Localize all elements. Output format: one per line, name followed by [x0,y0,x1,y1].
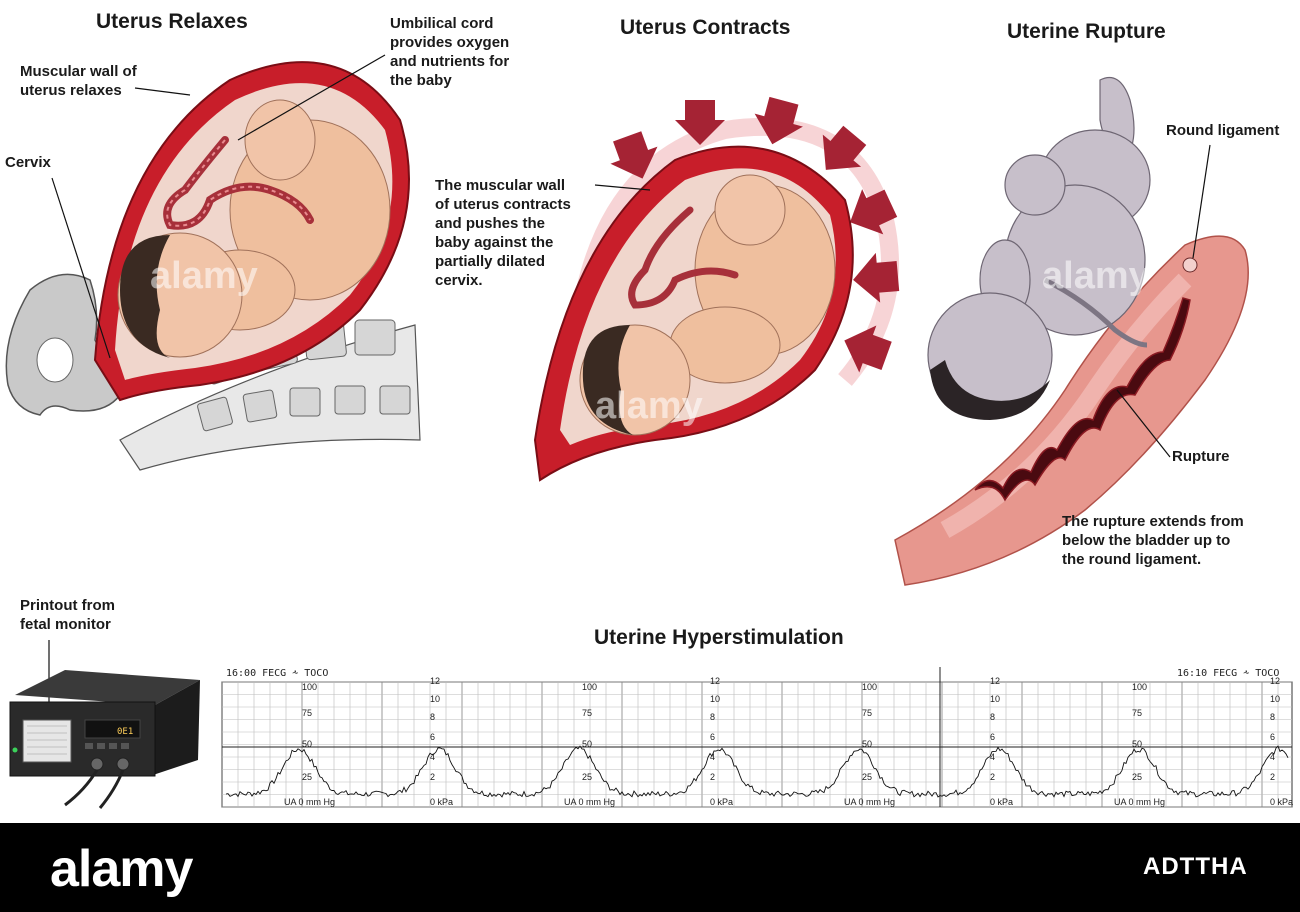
round-ligament-marker [1182,257,1198,273]
axis-kpa-label: 0 kPa [430,797,453,807]
scale-kpa-label: 4 [710,752,715,762]
scale-mmhg-label: 50 [862,739,872,749]
axis-units-label: UA 0 mm Hg [564,797,615,807]
scale-kpa-label: 10 [990,694,1000,704]
baby-hair-rupture [930,360,1050,420]
label-rupture: Rupture [1172,448,1230,465]
scale-kpa-label: 12 [430,676,440,686]
scale-kpa-label: 4 [990,752,995,762]
scale-kpa-label: 10 [430,694,440,704]
umbilical-cord-contracts [628,206,739,309]
scale-mmhg-label: 50 [1132,739,1142,749]
scale-kpa-label: 2 [1270,772,1275,782]
scale-mmhg-label: 25 [862,772,872,782]
label-umbilical-cord: Umbilical cord provides oxygen and nutri… [390,15,510,89]
scale-mmhg-label: 50 [582,739,592,749]
scale-mmhg-label: 25 [1132,772,1142,782]
uterus-relaxes-illustration [5,54,421,471]
title-uterine-rupture: Uterine Rupture [1007,20,1166,43]
label-cervix: Cervix [5,154,51,171]
strip-scales: 100 75 50 25 12 10 8 6 4 2 UA 0 mm Hg 0 kPa 100 75 50 2… [284,676,1293,807]
scale-kpa-label: 10 [710,694,720,704]
footer-bar: alamy ADTTHA [0,823,1300,912]
svg-text:0E1: 0E1 [117,727,133,737]
strip-header-left: 16:00 FECG ⩪ TOCO [226,668,328,679]
scale-mmhg-label: 75 [302,708,312,718]
scale-kpa-label: 4 [430,752,435,762]
scale-kpa-label: 8 [1270,712,1275,722]
label-muscular-wall-relaxes: Muscular wall of uterus relaxes [20,63,137,99]
contraction-arrows [610,96,900,373]
scale-kpa-label: 6 [430,732,435,742]
baby-hair [120,235,170,358]
axis-units-label: UA 0 mm Hg [284,797,335,807]
baby-hair-contracts [582,325,633,435]
scale-kpa-label: 2 [990,772,995,782]
scale-kpa-label: 12 [710,676,720,686]
scale-kpa-label: 8 [710,712,715,722]
title-uterus-relaxes: Uterus Relaxes [96,10,248,33]
scale-kpa-label: 6 [710,732,715,742]
scale-mmhg-label: 100 [862,682,877,692]
caption-rupture-extent: The rupture extends from below the bladd… [1062,513,1244,568]
label-muscular-wall-contracts: The muscular wall of uterus contracts an… [435,177,571,289]
scale-kpa-label: 12 [990,676,1000,686]
scale-kpa-label: 12 [1270,676,1280,686]
uterine-rupture-illustration [894,76,1249,586]
label-fetal-monitor-printout: Printout from fetal monitor [20,597,115,633]
alamy-logo: alamy [50,840,193,898]
image-code: ADTTHA [1143,853,1248,880]
scale-mmhg-label: 75 [862,708,872,718]
axis-units-label: UA 0 mm Hg [844,797,895,807]
fetal-monitor-device: 0E1 [9,640,200,809]
axis-kpa-label: 0 kPa [710,797,733,807]
scale-kpa-label: 2 [710,772,715,782]
uterine-activity-trace [225,745,1289,798]
axis-kpa-label: 0 kPa [1270,797,1293,807]
uterus-contracts-illustration [533,96,900,482]
strip-header-right: 16:10 FECG ⩪ TOCO [1177,668,1279,679]
scale-mmhg-label: 100 [1132,682,1147,692]
scale-kpa-label: 8 [430,712,435,722]
scale-kpa-label: 4 [1270,752,1275,762]
scale-mmhg-label: 75 [1132,708,1142,718]
title-uterus-contracts: Uterus Contracts [620,16,791,39]
title-uterine-hyperstimulation: Uterine Hyperstimulation [594,626,844,649]
axis-kpa-label: 0 kPa [990,797,1013,807]
strip-grid [221,681,1292,808]
rupture-tear [974,297,1191,502]
scale-mmhg-label: 75 [582,708,592,718]
scale-kpa-label: 6 [1270,732,1275,742]
label-round-ligament: Round ligament [1166,122,1280,139]
scale-mmhg-label: 50 [302,739,312,749]
scale-kpa-label: 10 [1270,694,1280,704]
scale-mmhg-label: 25 [582,772,592,782]
axis-units-label: UA 0 mm Hg [1114,797,1165,807]
scale-mmhg-label: 100 [302,682,317,692]
scale-mmhg-label: 25 [302,772,312,782]
scale-mmhg-label: 100 [582,682,597,692]
scale-kpa-label: 2 [430,772,435,782]
scale-kpa-label: 8 [990,712,995,722]
ctg-strip: 16:00 FECG ⩪ TOCO 16:10 FECG ⩪ TOCO 100 7… [221,667,1293,808]
scale-kpa-label: 6 [990,732,995,742]
